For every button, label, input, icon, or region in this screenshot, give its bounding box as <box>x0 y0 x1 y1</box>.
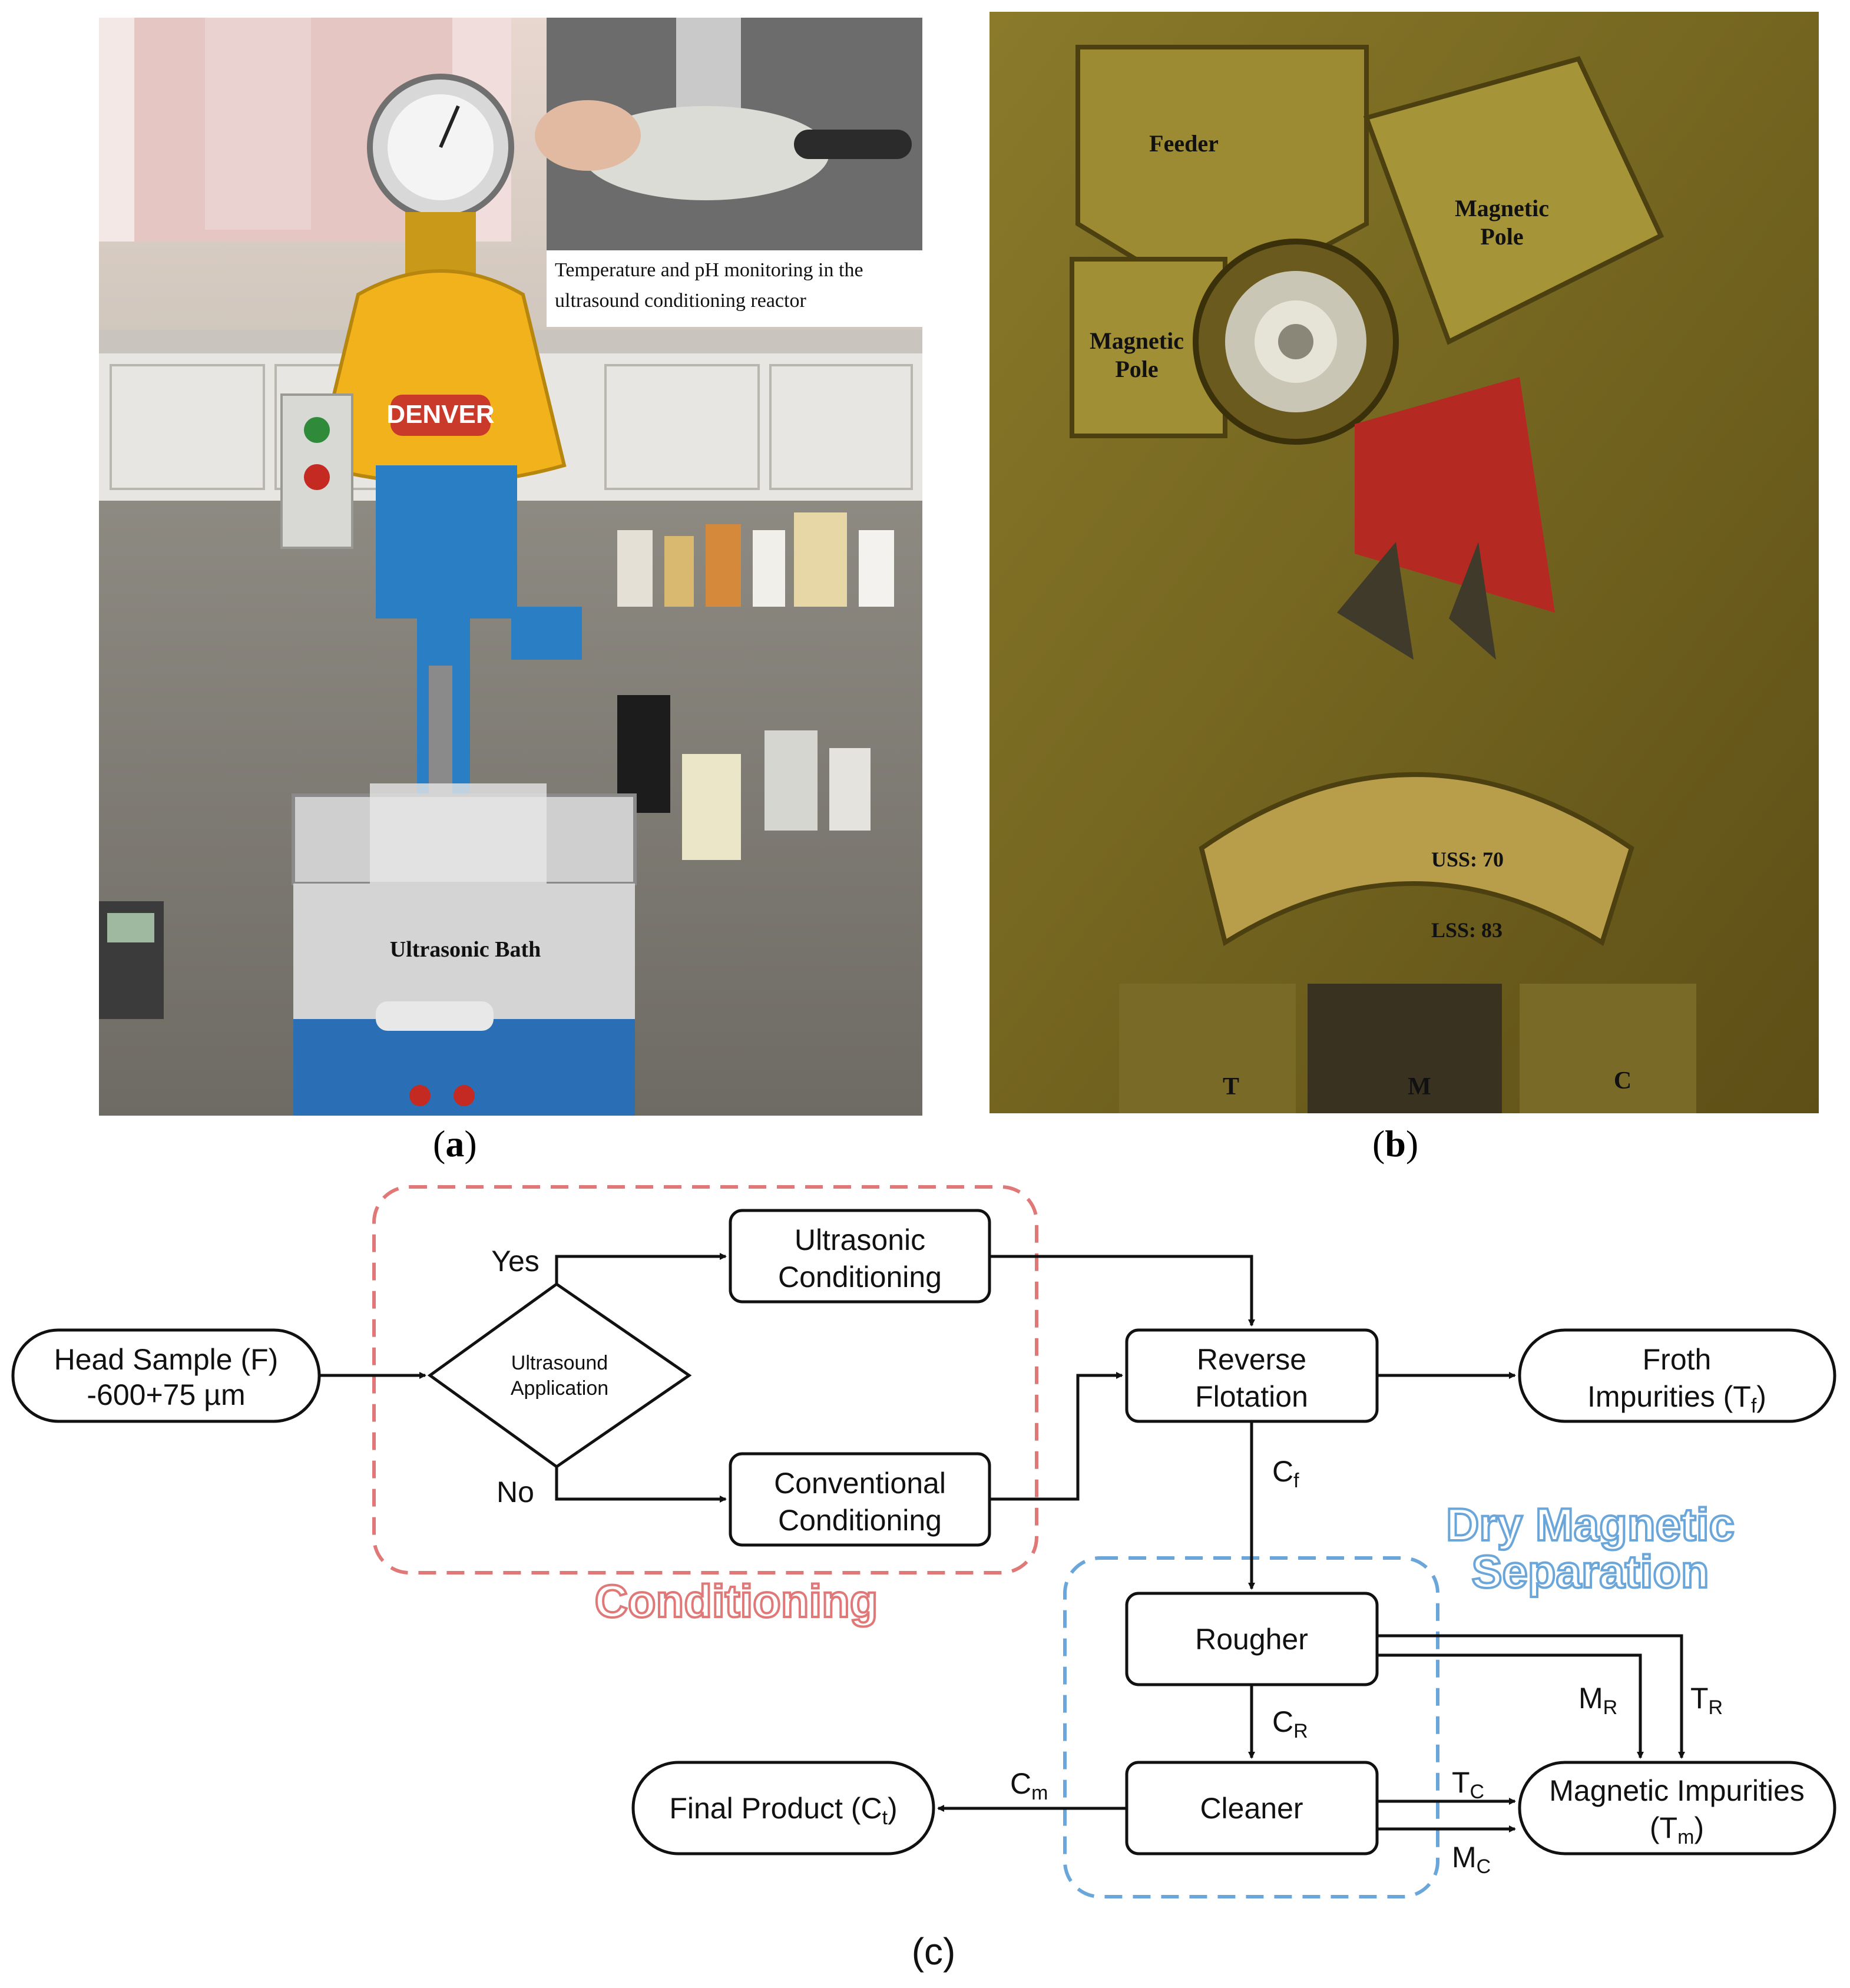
yes-label: Yes <box>491 1245 540 1278</box>
arrow-tr <box>1377 1634 1685 1759</box>
inset-photo <box>535 18 922 253</box>
arrow-yes <box>555 1253 727 1284</box>
conventional-line2: Conditioning <box>778 1504 942 1537</box>
conditioning-group-outline <box>372 1185 1038 1574</box>
froth-line1: Froth <box>1643 1343 1712 1376</box>
cr-label: CR <box>1272 1705 1308 1742</box>
mr-label: MR <box>1578 1682 1617 1719</box>
magnetic-pole-right <box>1363 56 1664 345</box>
dry-magnetic-title-line1: Dry Magnetic <box>1446 1499 1735 1550</box>
decision-line2: Application <box>511 1377 608 1400</box>
inset-caption: Temperature and pH monitoring in the ult… <box>547 250 922 327</box>
magnetic-impurities-line1: Magnetic Impurities <box>1549 1774 1805 1807</box>
ultrasonic-line2: Conditioning <box>778 1261 942 1294</box>
red-belt <box>1355 377 1555 613</box>
cm-label: Cm <box>1010 1767 1048 1804</box>
middlings-label: M <box>1408 1073 1431 1100</box>
lss-label: LSS: 83 <box>1431 918 1503 942</box>
denver-logo-text: DENVER <box>386 400 494 429</box>
ultrasonic-bath <box>292 783 637 1116</box>
froth-line2: Impurities (Tf) <box>1587 1380 1766 1417</box>
final-product-node <box>631 1761 935 1855</box>
feeder-label: Feeder <box>1149 130 1219 157</box>
magnetic-impurities-node <box>1518 1761 1836 1855</box>
panel-b-caption: (b) <box>1372 1123 1419 1165</box>
tr-label: TR <box>1690 1682 1723 1719</box>
panel-b-illustration <box>989 12 1819 1113</box>
tailings-label: T <box>1222 1073 1239 1100</box>
conventional-line1: Conventional <box>774 1467 946 1500</box>
panel-c-caption: (c) <box>912 1930 956 1973</box>
reverse-line1: Reverse <box>1197 1343 1306 1376</box>
concentrate-label: C <box>1613 1067 1632 1094</box>
arrow-no <box>555 1467 727 1503</box>
cleaner-label: Cleaner <box>1200 1792 1303 1825</box>
froth-impurities-node <box>1518 1328 1836 1423</box>
denver-flotation-cell: DENVER <box>280 74 582 919</box>
ultrasound-decision-node <box>427 1282 692 1469</box>
connectors <box>319 1253 1685 1832</box>
decision-line1: Ultrasound <box>511 1352 608 1374</box>
mc-label: MC <box>1452 1841 1491 1878</box>
cf-label: Cf <box>1272 1455 1299 1492</box>
splitter-scale <box>1199 772 1634 947</box>
rougher-label: Rougher <box>1195 1623 1308 1656</box>
reverse-line2: Flotation <box>1195 1380 1308 1413</box>
ultrasonic-line1: Ultrasonic <box>795 1223 925 1256</box>
no-label: No <box>497 1476 534 1509</box>
flowsheet-diagram: Conditioning Dry Magnetic Separation Hea… <box>11 1185 1836 1973</box>
panel-a-photo: DENVER <box>99 18 922 1116</box>
arrow-mr <box>1377 1653 1644 1759</box>
dry-magnetic-title-line2: Separation <box>1471 1546 1709 1597</box>
arrow-ultrasonic-to-flotation <box>989 1255 1255 1327</box>
ultrasonic-bath-label: Ultrasonic Bath <box>389 937 541 962</box>
tc-label: TC <box>1452 1766 1484 1803</box>
panel-a-illustration: DENVER <box>99 18 922 1116</box>
magnetic-impurities-line2: (Tm) <box>1650 1811 1704 1848</box>
arrow-conventional-to-flotation <box>989 1372 1123 1501</box>
final-product-label: Final Product (Ct) <box>669 1792 897 1829</box>
head-sample-line2: -600+75 µm <box>87 1378 245 1411</box>
uss-label: USS: 70 <box>1431 848 1504 871</box>
reagent-bottles <box>617 512 894 860</box>
panel-a-caption: (a) <box>433 1123 477 1165</box>
head-sample-line1: Head Sample (F) <box>54 1343 279 1376</box>
conditioning-group-title: Conditioning <box>595 1575 878 1627</box>
